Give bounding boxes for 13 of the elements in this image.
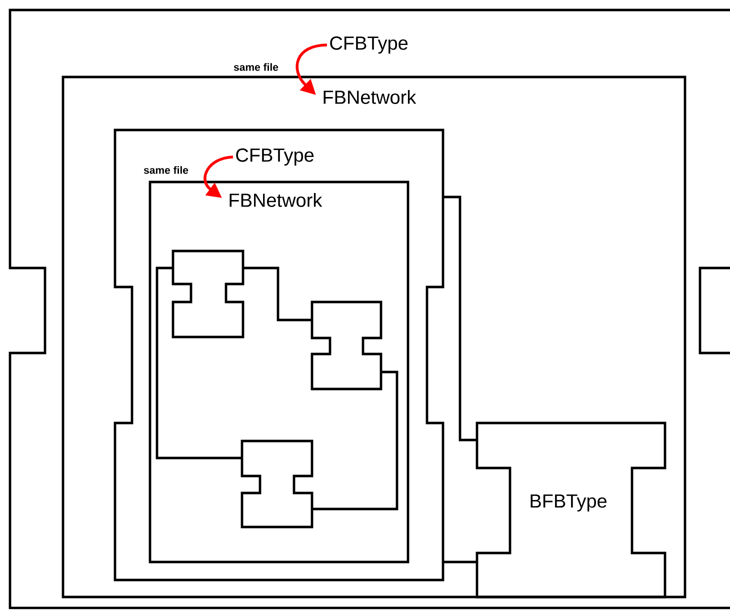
connector-line bbox=[443, 196, 477, 442]
connector-line bbox=[312, 370, 398, 510]
edge-label: same file bbox=[232, 62, 280, 72]
arrow bbox=[204, 156, 234, 198]
function-block bbox=[310, 300, 382, 390]
connector-line bbox=[443, 560, 477, 564]
connector-line bbox=[243, 266, 312, 322]
function-block bbox=[172, 250, 244, 338]
basic-block: BFBType bbox=[476, 422, 666, 598]
function-block bbox=[240, 440, 314, 528]
connector-line bbox=[156, 266, 242, 460]
network-box: FBNetwork bbox=[148, 180, 410, 564]
edge-label: same file bbox=[142, 165, 190, 175]
